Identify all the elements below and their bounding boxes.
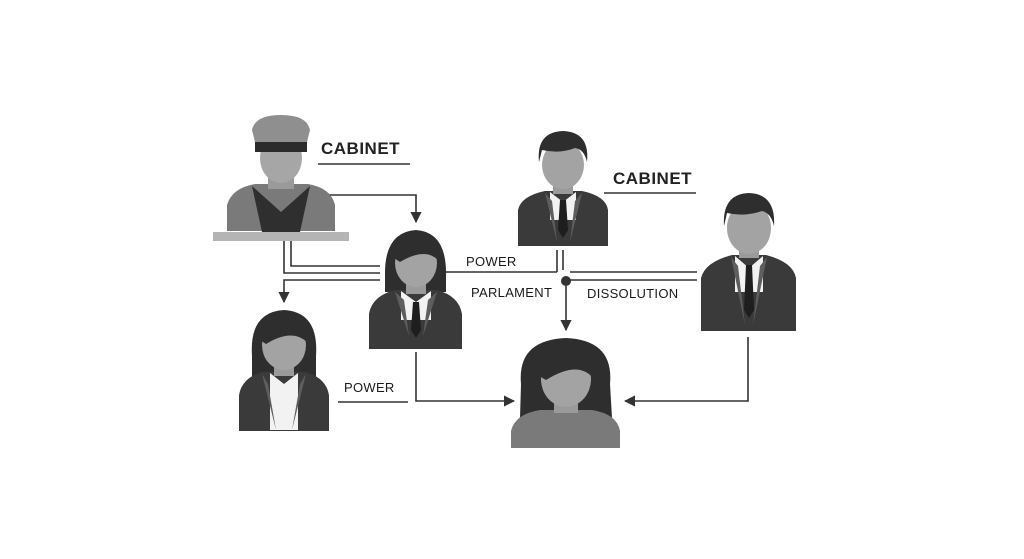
- woman-suit-person-icon: [369, 230, 462, 349]
- officer-cap-person-icon: [213, 115, 349, 241]
- label-dissolution: DISSOLUTION: [587, 286, 679, 301]
- woman-person-icon: [511, 338, 620, 448]
- man-suit-person-icon: [518, 131, 608, 246]
- arrow-to-woman-left: [278, 279, 380, 304]
- line-officer-double-2: [290, 241, 380, 267]
- junction-dot: [561, 276, 571, 286]
- label-cabinet-right: CABINET: [613, 169, 693, 188]
- arrow-man-right-to-bottom: [623, 337, 749, 407]
- arrow-woman-center-to-bottom: [415, 352, 516, 407]
- connectors: [278, 163, 749, 407]
- label-cabinet-left: CABINET: [321, 139, 401, 158]
- arrow-officer-to-woman: [326, 194, 422, 224]
- woman-suit-person-icon: [239, 310, 329, 431]
- label-power-top: POWER: [466, 254, 517, 269]
- label-power-bottom: POWER: [344, 380, 395, 395]
- label-parlament: PARLAMENT: [471, 285, 553, 300]
- line-officer-double: [283, 241, 380, 274]
- man-suit-person-icon: [701, 193, 796, 331]
